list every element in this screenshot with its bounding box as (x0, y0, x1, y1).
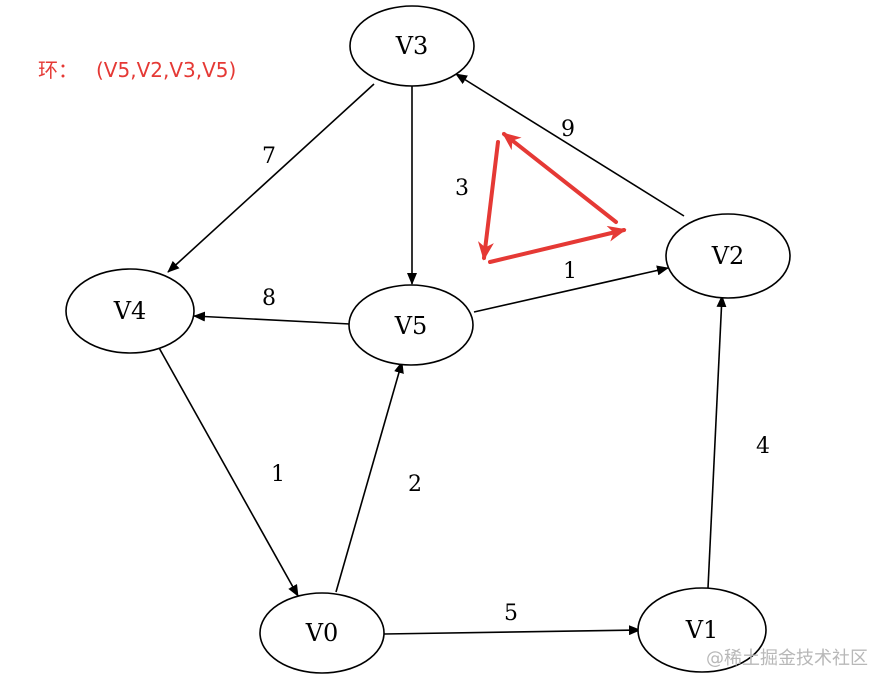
edge-v0-v1 (383, 625, 641, 636)
node-label-v5: V5 (394, 312, 428, 340)
weight-v3-v4: 7 (262, 144, 276, 169)
edge-v1-v2 (707, 295, 727, 589)
cycle-prefix: 环： (38, 58, 78, 82)
edge-weights: 7 3 9 1 8 1 2 5 4 (262, 117, 770, 626)
node-v1: V1 (637, 587, 767, 673)
edge-v2-v3 (455, 73, 685, 217)
weight-v2-v3: 9 (561, 117, 575, 142)
node-label-v4: V4 (113, 297, 147, 325)
node-label-v0: V0 (305, 619, 339, 647)
cycle-arrow-v2-v3 (501, 132, 618, 224)
edge-v5-v4 (193, 311, 351, 325)
cycle-annotation: 环： (V5,V2,V3,V5) (38, 54, 236, 83)
node-label-v3: V3 (395, 32, 429, 60)
cycle-arrow-v3-v5 (477, 140, 500, 261)
watermark: @稀土掘金技术社区 (706, 648, 868, 669)
weight-v0-v1: 5 (504, 601, 518, 626)
edge-v5-v2 (473, 265, 669, 313)
weight-v4-v0: 1 (271, 462, 285, 487)
weight-v3-v5: 3 (455, 176, 469, 201)
node-v4: V4 (65, 268, 195, 354)
weight-v5-v4: 8 (262, 286, 276, 311)
edge-v3-v4 (167, 83, 375, 273)
cycle-path: (V5,V2,V3,V5) (96, 58, 237, 82)
cycle-highlight (477, 132, 627, 264)
edge-v0-v5 (335, 361, 404, 593)
edges (157, 73, 727, 636)
node-label-v1: V1 (685, 616, 719, 644)
node-v3: V3 (349, 5, 475, 87)
node-label-v2: V2 (711, 242, 745, 270)
weight-v1-v2: 4 (756, 434, 770, 459)
node-v5: V5 (348, 284, 474, 366)
weight-v0-v5: 2 (408, 472, 422, 497)
cycle-arrow-v5-v2 (488, 225, 627, 264)
edge-v4-v0 (157, 345, 299, 597)
weight-v5-v2: 1 (563, 259, 577, 284)
node-v2: V2 (665, 213, 791, 299)
node-v0: V0 (259, 592, 385, 674)
